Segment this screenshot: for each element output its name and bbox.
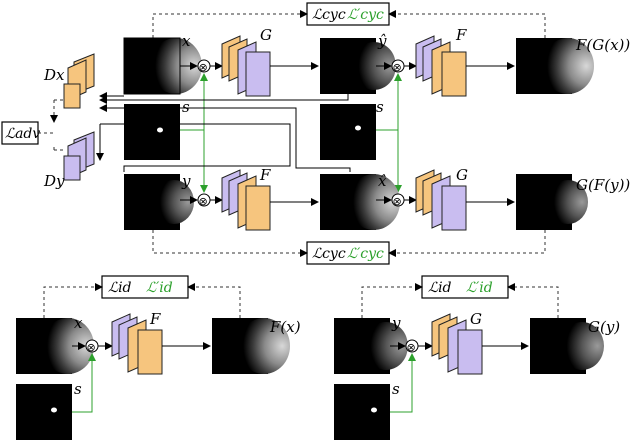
label-Dy: Dy <box>43 172 65 190</box>
label-s-bottom-left: s <box>74 380 82 398</box>
label-s-mid: s <box>376 98 384 116</box>
cyc-loss-label-bottom: ℒcyc <box>312 246 346 262</box>
cyc-prime-loss-label-bottom: ℒ′cyc <box>347 246 384 262</box>
image-x-identity <box>16 318 94 374</box>
discriminator-Dx <box>63 53 95 109</box>
multiply-symbol-mid-right: ⊗ <box>393 195 402 208</box>
image-G-y <box>530 318 604 374</box>
image-s-bottom-left <box>16 384 72 440</box>
cyc-prime-loss-label: ℒ′cyc <box>347 7 384 23</box>
image-F-x <box>212 318 290 374</box>
label-y: y <box>181 172 191 190</box>
label-Dx: Dx <box>43 66 65 84</box>
multiply-symbol-mid: ⊗ <box>199 195 208 208</box>
image-s-mid <box>320 104 376 160</box>
label-G-y: G(y) <box>588 318 620 336</box>
id-prime-loss-label-right: ℒ′id <box>466 280 493 296</box>
image-y-identity <box>334 318 408 374</box>
adv-loss-label: ℒadv <box>5 126 40 142</box>
label-y-hat: ŷ <box>377 32 387 50</box>
identity-loss-right-box: ℒid ℒ′id <box>421 275 509 299</box>
generator-G-mid <box>415 169 467 231</box>
label-s-top: s <box>182 98 190 116</box>
adv-loss-box: ℒadv <box>1 121 40 145</box>
label-F-G-x: F(G(x)) <box>575 36 630 54</box>
image-s-top <box>124 104 180 160</box>
label-F-mid: F <box>259 166 271 184</box>
label-F-top: F <box>455 26 467 44</box>
label-F-identity: F <box>149 310 161 328</box>
multiply-symbol-bl: ⊗ <box>87 341 96 354</box>
image-y <box>124 174 194 230</box>
id-prime-loss-label-left: ℒ′id <box>146 280 173 296</box>
label-y-identity: y <box>391 314 401 332</box>
identity-loss-left-box: ℒid ℒ′id <box>101 275 189 299</box>
multiply-symbol-top-right: ⊗ <box>393 61 402 74</box>
label-G-top: G <box>260 26 272 44</box>
multiply-symbol-br: ⊗ <box>407 341 416 354</box>
generator-F-mid <box>221 169 271 231</box>
label-x: x <box>182 32 191 50</box>
discriminator-Dy <box>63 131 95 181</box>
cyc-loss-label: ℒcyc <box>312 7 346 23</box>
image-F-G-x <box>516 38 594 94</box>
label-G-identity: G <box>470 310 482 328</box>
image-x <box>123 37 202 95</box>
multiply-symbol-top: ⊗ <box>199 61 208 74</box>
cycle-loss-bottom-box: ℒcyc ℒ′cyc <box>306 241 390 265</box>
label-G-F-y: G(F(y)) <box>576 176 630 194</box>
image-G-F-y <box>516 174 588 230</box>
cycle-loss-top-box: ℒcyc ℒ′cyc <box>306 2 390 26</box>
dash-x-to-cycloss <box>152 10 308 38</box>
image-x-hat <box>320 174 400 230</box>
label-x-hat: x̂ <box>378 172 387 190</box>
image-s-bottom-right <box>334 384 390 440</box>
id-loss-label-right: ℒid <box>428 280 452 296</box>
generator-G-identity <box>431 313 483 375</box>
generator-G-top <box>221 35 271 97</box>
dash-fgx-to-cycloss <box>388 10 546 38</box>
generator-F-identity <box>111 313 163 375</box>
id-loss-label-left: ℒid <box>108 280 132 296</box>
generator-F-top <box>415 35 467 97</box>
label-F-x: F(x) <box>269 318 301 336</box>
label-G-mid: G <box>456 166 468 184</box>
label-x-identity: x <box>74 314 83 332</box>
image-y-hat <box>320 38 396 94</box>
label-s-bottom-right: s <box>392 380 400 398</box>
